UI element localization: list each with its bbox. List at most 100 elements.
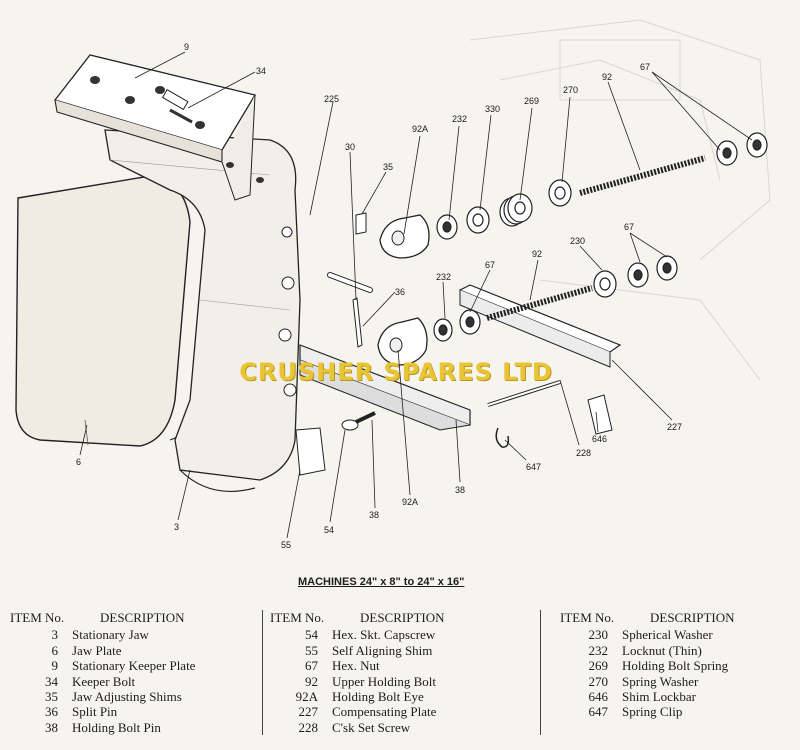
item-number: 646 [588,689,609,705]
callout-label: 67 [640,62,650,72]
jaw-plate-part [15,175,191,447]
item-number: 55 [305,642,318,658]
callout-label: 270 [563,85,578,95]
item-description: Holding Bolt Spring [622,658,729,674]
item-number: 647 [588,704,609,720]
callout-label: 55 [281,540,291,550]
callout-label: 67 [624,222,634,232]
legend-row: 3 Stationary Jaw [10,627,255,642]
callout-label: 36 [395,287,405,297]
callout-label: 646 [592,434,607,444]
item-number: 232 [588,642,609,658]
legend-row: 270 Spring Washer [560,674,795,689]
legend-row: 646 Shim Lockbar [560,689,795,704]
callout-label: 9 [184,42,189,52]
legend-row: 67 Hex. Nut [270,658,535,673]
item-description: Holding Bolt Eye [332,689,424,705]
self-aligning-shim-bracket [295,427,326,476]
item-number: 3 [51,627,59,643]
split-pin-part [352,297,363,348]
item-number: 228 [298,719,319,735]
legend-row: 647 Spring Clip [560,704,795,719]
item-number: 35 [45,689,58,705]
lower-bolt-stack [433,255,678,342]
item-no-header: ITEM No. [560,610,615,625]
column-divider [262,610,263,735]
item-description: Compensating Plate [332,704,437,720]
capscrew-part [341,411,376,431]
description-header: DESCRIPTION [650,610,735,625]
item-description: Keeper Bolt [72,673,136,689]
callout-label: 225 [324,94,339,104]
jaw-hole [281,226,293,238]
item-number: 36 [45,704,58,720]
shim-lockbar-part [587,394,613,435]
keeper-bolt-part [161,88,193,124]
item-number: 227 [298,704,319,720]
description-header: DESCRIPTION [360,610,445,625]
item-no-header: ITEM No. [270,610,325,625]
item-description: Spring Washer [622,673,699,689]
item-description: Hex. Nut [332,658,380,674]
callout-label: 330 [485,104,500,114]
holding-bolt-eye-part [377,317,428,366]
legend-row: 34 Keeper Bolt [10,674,255,689]
leader-lines [79,51,753,539]
callout-label: 232 [436,272,451,282]
callout-label: 38 [369,510,379,520]
upper-bolt-stack [436,132,768,240]
item-description: Stationary Jaw [72,627,149,643]
item-description: Jaw Adjusting Shims [72,689,182,705]
item-number: 54 [305,627,318,643]
item-number: 269 [588,658,609,674]
legend-row: 269 Holding Bolt Spring [560,658,795,673]
item-number: 270 [588,673,609,689]
legend-row: 55 Self Aligning Shim [270,643,535,658]
item-description: Self Aligning Shim [332,642,433,658]
column-divider [540,610,541,735]
callout-label: 230 [570,236,585,246]
callout-label: 54 [324,525,334,535]
callout-label: 269 [524,96,539,106]
item-number: 34 [45,673,58,689]
legend-row: 35 Jaw Adjusting Shims [10,689,255,704]
item-number: 92A [295,689,318,705]
legend-row: 227 Compensating Plate [270,704,535,719]
upper-holding-bolt-part [579,155,706,196]
item-number: 230 [588,627,609,643]
item-description: Holding Bolt Pin [72,719,161,735]
background-ghost-drawing [469,19,771,381]
item-no-header: ITEM No. [10,610,65,625]
item-number: 67 [305,658,318,674]
jaw-hole [283,383,297,397]
callout-label: 34 [256,66,266,76]
legend-row: 38 Holding Bolt Pin [10,720,255,735]
callout-label: 30 [345,142,355,152]
callout-label: 227 [667,422,682,432]
machines-title: MACHINES 24" x 8" to 24" x 16" [298,576,465,588]
item-number: 38 [45,719,58,735]
item-number: 6 [51,642,59,658]
item-description: Spring Clip [622,704,683,720]
legend-row: 92A Holding Bolt Eye [270,689,535,704]
callout-label: 92 [532,249,542,259]
callout-label: 228 [576,448,591,458]
item-description: C'sk Set Screw [332,719,411,735]
callout-label: 92A [412,124,428,134]
callout-label: 6 [76,457,81,467]
item-number: 9 [51,658,59,674]
item-description: Shim Lockbar [622,689,697,705]
stationary-jaw-part [104,129,301,481]
item-description: Upper Holding Bolt [332,673,436,689]
item-description: Locknut (Thin) [622,642,702,658]
jaw-hole [281,276,295,290]
callout-labels: 9 34 225 30 35 92A 232 330 269 270 92 67… [76,42,682,550]
